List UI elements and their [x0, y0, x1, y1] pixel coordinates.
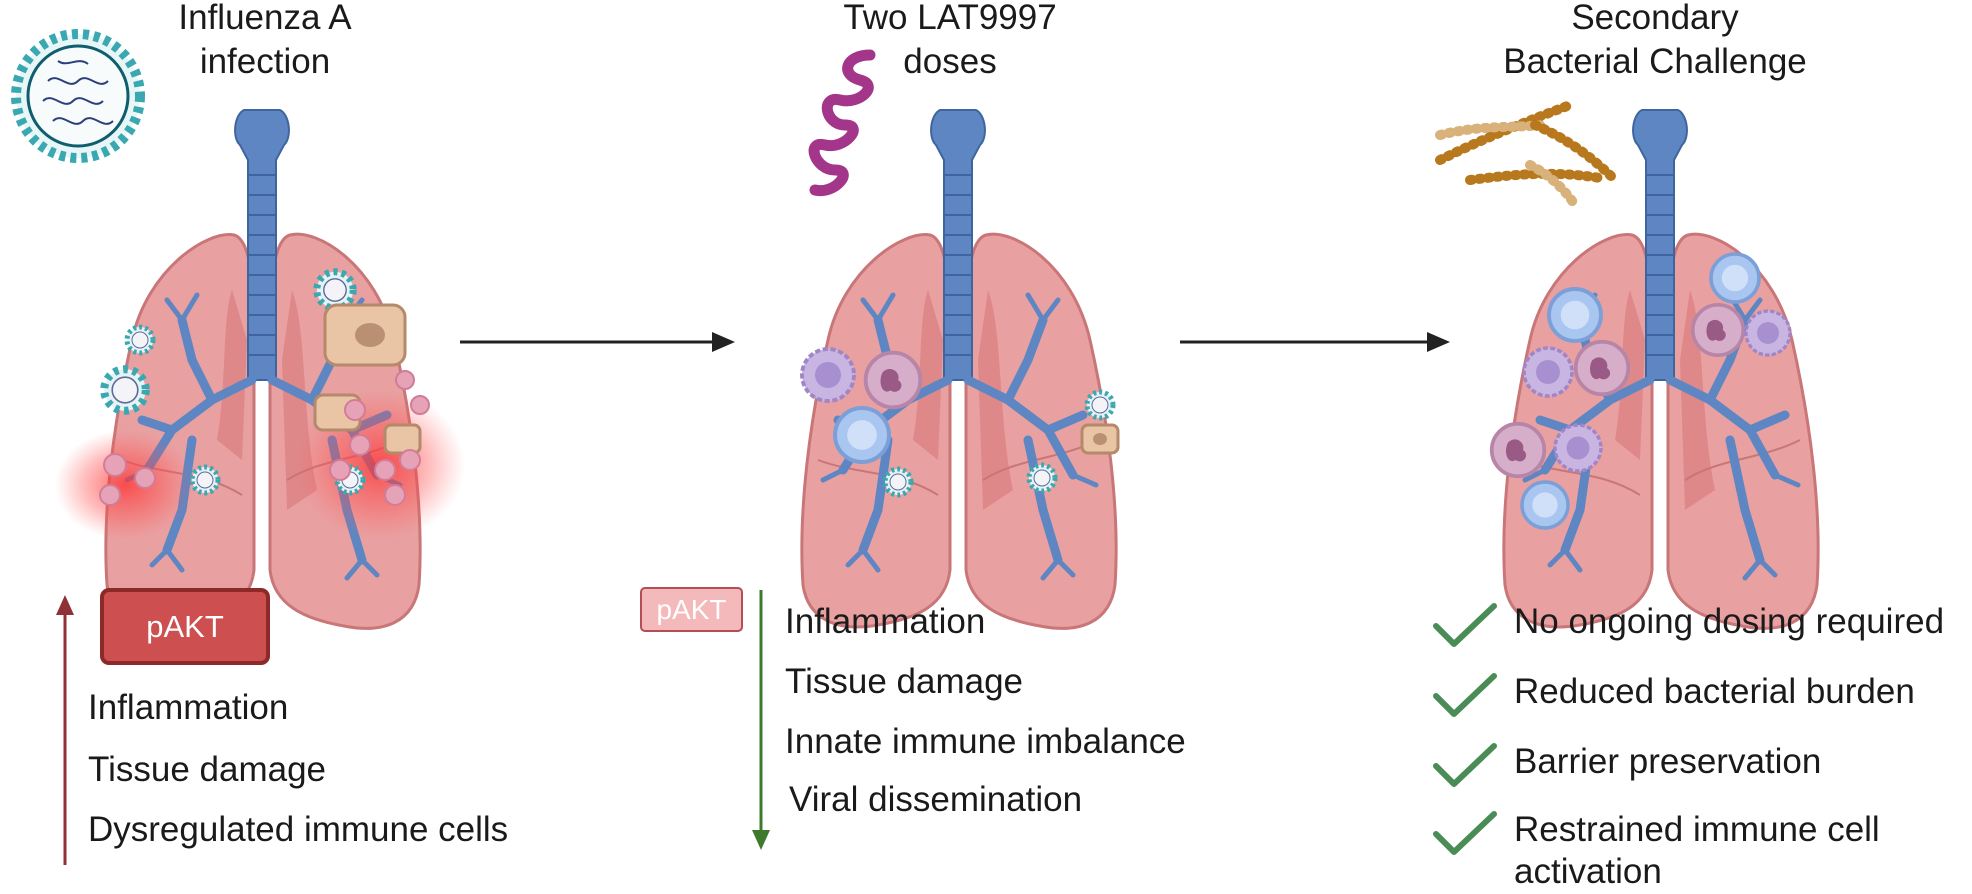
progression-arrow-2 — [1180, 332, 1450, 352]
list-item: Dysregulated immune cells — [88, 810, 509, 849]
list-item: Tissue damage — [785, 662, 1023, 701]
outcome-text: Restrained immune cell — [1514, 810, 1880, 849]
bacteria-icon — [1435, 100, 1620, 210]
influenza-virus-icon — [11, 29, 145, 163]
title-line: Secondary — [1571, 0, 1739, 37]
list-item: Inflammation — [785, 602, 986, 641]
treated-cells — [800, 347, 1120, 495]
title-line: infection — [199, 42, 331, 81]
outcome-text: activation — [1514, 852, 1662, 891]
list-item: Viral dissemination — [789, 780, 1083, 819]
title-line: Influenza A — [178, 0, 352, 37]
lat9997-peptide-icon — [808, 49, 876, 197]
title-line: Two LAT9997 — [843, 0, 1057, 37]
list-item: Innate immune imbalance — [785, 722, 1186, 761]
panel-title-treatment: Two LAT9997 doses — [800, 0, 1100, 84]
infection-cells — [99, 272, 430, 506]
panel-title-infection: Influenza A infection — [120, 0, 410, 84]
title-line: Bacterial Challenge — [1503, 42, 1807, 81]
list-item: Tissue damage — [88, 750, 326, 789]
check-icon — [1433, 603, 1497, 647]
panel-title-challenge: Secondary Bacterial Challenge — [1450, 0, 1860, 84]
progression-arrow-1 — [460, 332, 735, 352]
pakt-badge-low: pAKT — [640, 587, 743, 632]
list-item: Inflammation — [88, 688, 289, 727]
outcome-text: Barrier preservation — [1514, 742, 1822, 781]
title-line: doses — [903, 42, 997, 81]
check-icon — [1433, 811, 1497, 855]
check-icon — [1433, 743, 1497, 787]
outcome-text: No ongoing dosing required — [1514, 602, 1945, 641]
pakt-badge-high: pAKT — [100, 588, 270, 665]
decrease-arrow — [752, 590, 770, 850]
check-icon — [1433, 673, 1497, 717]
increase-arrow — [56, 595, 74, 865]
outcome-text: Reduced bacterial burden — [1514, 672, 1915, 711]
inflammation-glow-left — [55, 430, 195, 540]
infected-lungs — [106, 110, 420, 628]
